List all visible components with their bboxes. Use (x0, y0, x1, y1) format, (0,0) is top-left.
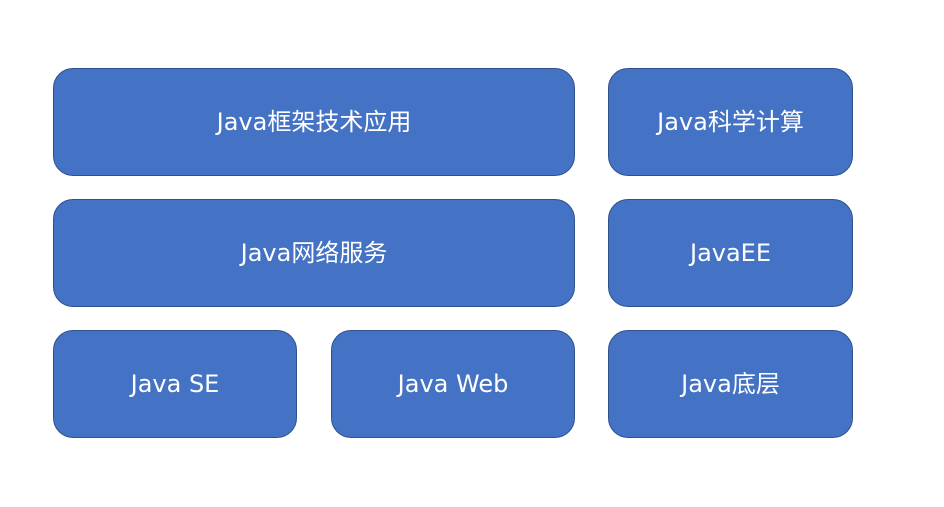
box-label: Java框架技术应用 (216, 108, 412, 136)
box-label: Java Web (397, 370, 509, 398)
box-java-network-services: Java网络服务 (53, 199, 575, 307)
box-java-se: Java SE (53, 330, 297, 438)
box-java-framework-application: Java框架技术应用 (53, 68, 575, 176)
box-java-scientific-computing: Java科学计算 (608, 68, 853, 176)
box-label: Java底层 (681, 370, 780, 398)
box-javaee: JavaEE (608, 199, 853, 307)
box-label: JavaEE (689, 239, 772, 267)
box-java-low-level: Java底层 (608, 330, 853, 438)
box-label: Java网络服务 (240, 239, 388, 267)
box-label: Java科学计算 (657, 108, 804, 136)
box-java-web: Java Web (331, 330, 575, 438)
box-label: Java SE (130, 370, 220, 398)
